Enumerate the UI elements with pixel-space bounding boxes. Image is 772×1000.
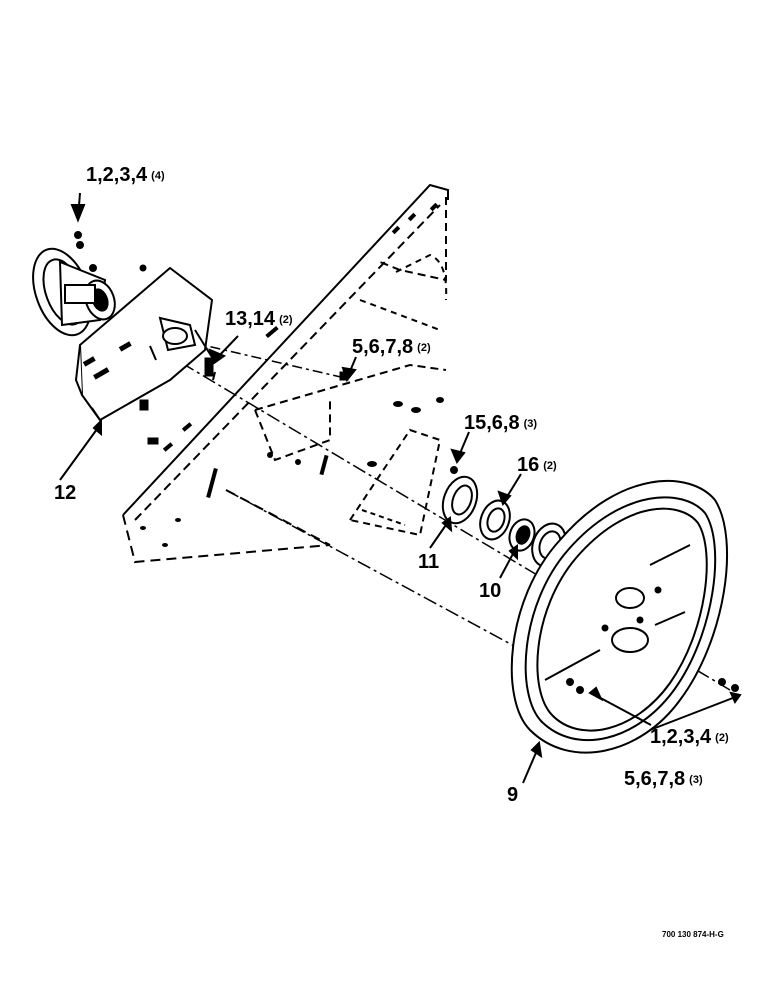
document-number: 700 130 874-H-G xyxy=(662,930,724,939)
callout-1-4-top: 1,2,3,4(4) xyxy=(86,164,165,186)
callout-1-4-bottom: 1,2,3,4(2) xyxy=(650,726,729,748)
callout-15-6-8: 15,6,8(3) xyxy=(464,412,537,434)
callout-labels: 1,2,3,4(4) 13,14(2) 5,6,7,8(2) 15,6,8(3)… xyxy=(54,164,729,806)
callout-13-14: 13,14(2) xyxy=(225,308,293,330)
callout-5-8-top: 5,6,7,8(2) xyxy=(352,336,431,358)
callout-12: 12 xyxy=(54,482,76,504)
frame-holes xyxy=(140,202,444,547)
callout-16: 16(2) xyxy=(517,454,557,476)
bearing-stack xyxy=(441,466,567,568)
callout-9: 9 xyxy=(507,784,518,806)
callout-11: 11 xyxy=(418,551,439,573)
leader-lines xyxy=(59,192,742,784)
sheave-wheel xyxy=(510,479,739,754)
callout-5-8-bottom: 5,6,7,8(3) xyxy=(624,768,703,790)
bracket-hardware xyxy=(139,264,349,445)
bearing-flange-assembly xyxy=(32,231,116,337)
callout-10: 10 xyxy=(479,580,501,602)
mounting-bracket xyxy=(74,266,216,422)
